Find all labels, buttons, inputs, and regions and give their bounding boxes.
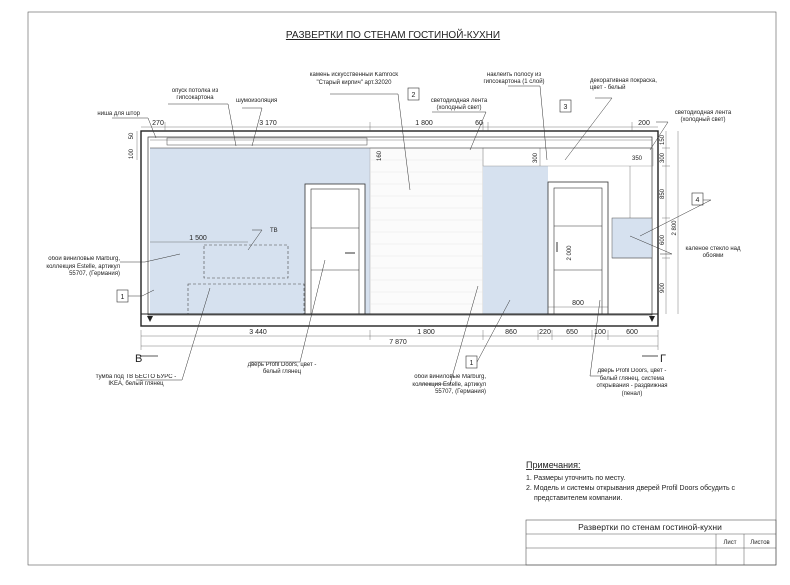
dim-b-total: 7 870 xyxy=(389,339,407,346)
stone-wall xyxy=(369,147,484,315)
dim-b-860: 860 xyxy=(505,329,517,336)
dim-mid-160: 160 xyxy=(377,150,383,161)
mark-left: В xyxy=(135,353,142,365)
mark-right: Г xyxy=(660,353,666,365)
svg-text:1: 1 xyxy=(121,294,125,301)
label-niche: ниша для штор xyxy=(97,111,140,117)
label-strip: наклеить полосу из гипсокартона (1 слой) xyxy=(483,72,544,85)
dim-door-2000: 2 000 xyxy=(567,245,573,261)
notes: Примечания: 1. Размеры уточнить по месту… xyxy=(526,460,736,502)
title-block-sheet: Лист xyxy=(723,540,736,546)
title-block: Развертки по стенам гостиной-кухни Лист … xyxy=(525,519,777,566)
dim-b-3440: 3 440 xyxy=(249,329,267,336)
dim-door-800: 800 xyxy=(572,300,584,307)
dim-b-650: 650 xyxy=(566,329,578,336)
svg-text:4: 4 xyxy=(696,197,700,204)
dim-r-150: 150 xyxy=(660,134,666,145)
callout-1-bottom: 1 xyxy=(465,355,478,369)
notes-title: Примечания: xyxy=(526,460,580,470)
dim-b-1800: 1 800 xyxy=(417,329,435,336)
svg-text:1: 1 xyxy=(470,360,474,367)
note-1: 1. Размеры уточнить по месту. xyxy=(526,475,625,482)
callout-4: 4 xyxy=(691,192,704,206)
dim-top-60: 60 xyxy=(475,120,483,127)
dim-r-300b: 300 xyxy=(660,152,666,163)
callout-3: 3 xyxy=(559,99,572,113)
svg-text:3: 3 xyxy=(564,104,568,111)
dim-r-350: 350 xyxy=(632,156,643,162)
label-door-left: дверь Profil Doors, цвет - белый глянец xyxy=(248,362,317,375)
svg-text:2: 2 xyxy=(412,92,416,99)
dim-top-1800: 1 800 xyxy=(415,120,433,127)
label-tv: ТВ xyxy=(270,228,278,234)
label-wallpaper-left: обои виниловые Marburg, коллекция Estell… xyxy=(46,256,120,277)
dim-b-220: 220 xyxy=(539,329,551,336)
label-led-left: светодиодная лента (холодный свет) xyxy=(431,98,487,111)
dim-r-850: 850 xyxy=(660,188,666,199)
wall-outline xyxy=(140,130,659,327)
note-2: 2. Модель и системы открывания дверей Pr… xyxy=(526,484,736,492)
label-wallpaper-bottom: обои виниловые Marburg, коллекция Estell… xyxy=(412,374,486,395)
label-glass: каленое стекло над обоями xyxy=(685,246,740,259)
dim-b-600: 600 xyxy=(626,329,638,336)
dim-top-270: 270 xyxy=(152,120,164,127)
tv-outline xyxy=(203,244,289,279)
bottom-dimensions: 3 440 1 800 860 220 650 100 600 7 870 xyxy=(140,329,659,350)
drawing-title: РАЗВЕРТКИ ПО СТЕНАМ ГОСТИНОЙ-КУХНИ xyxy=(286,28,500,41)
dim-b-100: 100 xyxy=(594,329,606,336)
dim-top-200: 200 xyxy=(638,120,650,127)
door-left xyxy=(304,183,366,315)
label-tv-stand: тумба под ТВ БЕСТО БУРС - IKEA, белый гл… xyxy=(96,374,176,387)
dim-r-300a: 300 xyxy=(533,152,539,163)
title-block-name: Развертки по стенам гостиной-кухни xyxy=(578,522,722,532)
note-3: представителем компании. xyxy=(534,495,622,502)
dim-top-3170: 3 170 xyxy=(259,120,277,127)
label-stone: камень искусственный Kamrock "Старый кир… xyxy=(310,72,398,86)
ceiling-drop xyxy=(166,137,368,146)
glass-panel xyxy=(611,217,653,259)
callout-2: 2 xyxy=(407,87,420,101)
right-dimensions: 150 300 850 600 900 2 800 xyxy=(660,131,679,314)
door-right xyxy=(547,181,609,315)
label-paint: декоративная покраска, цвет - белый xyxy=(590,78,657,91)
dim-left-50: 50 xyxy=(129,132,135,139)
sheet-frame xyxy=(27,11,777,566)
label-led-right: светодиодная лента (холодный свет) xyxy=(675,110,731,123)
tv-stand-outline xyxy=(187,283,305,315)
wallpaper-right-area xyxy=(483,166,548,314)
label-door-right: дверь Profil Doors, цвет - белый глянец,… xyxy=(596,368,667,397)
top-dimensions: 270 3 170 1 800 60 200 xyxy=(141,120,658,131)
dim-r-900: 900 xyxy=(660,282,666,293)
label-ceiling-drop: опуск потолка из гипсокартона xyxy=(172,88,219,101)
callout-1-left: 1 xyxy=(116,289,129,303)
dim-r-600: 600 xyxy=(660,234,666,245)
painted-band xyxy=(482,147,654,167)
dim-r-2800: 2 800 xyxy=(672,220,678,236)
leader-lines xyxy=(112,85,712,385)
dim-tv-1500: 1 500 xyxy=(189,235,207,242)
title-block-sheets: Листов xyxy=(750,540,770,546)
dim-left-100: 100 xyxy=(129,148,135,159)
left-dimensions: 100 50 xyxy=(129,131,138,160)
label-soundproof: шумоизоляция xyxy=(236,98,277,104)
